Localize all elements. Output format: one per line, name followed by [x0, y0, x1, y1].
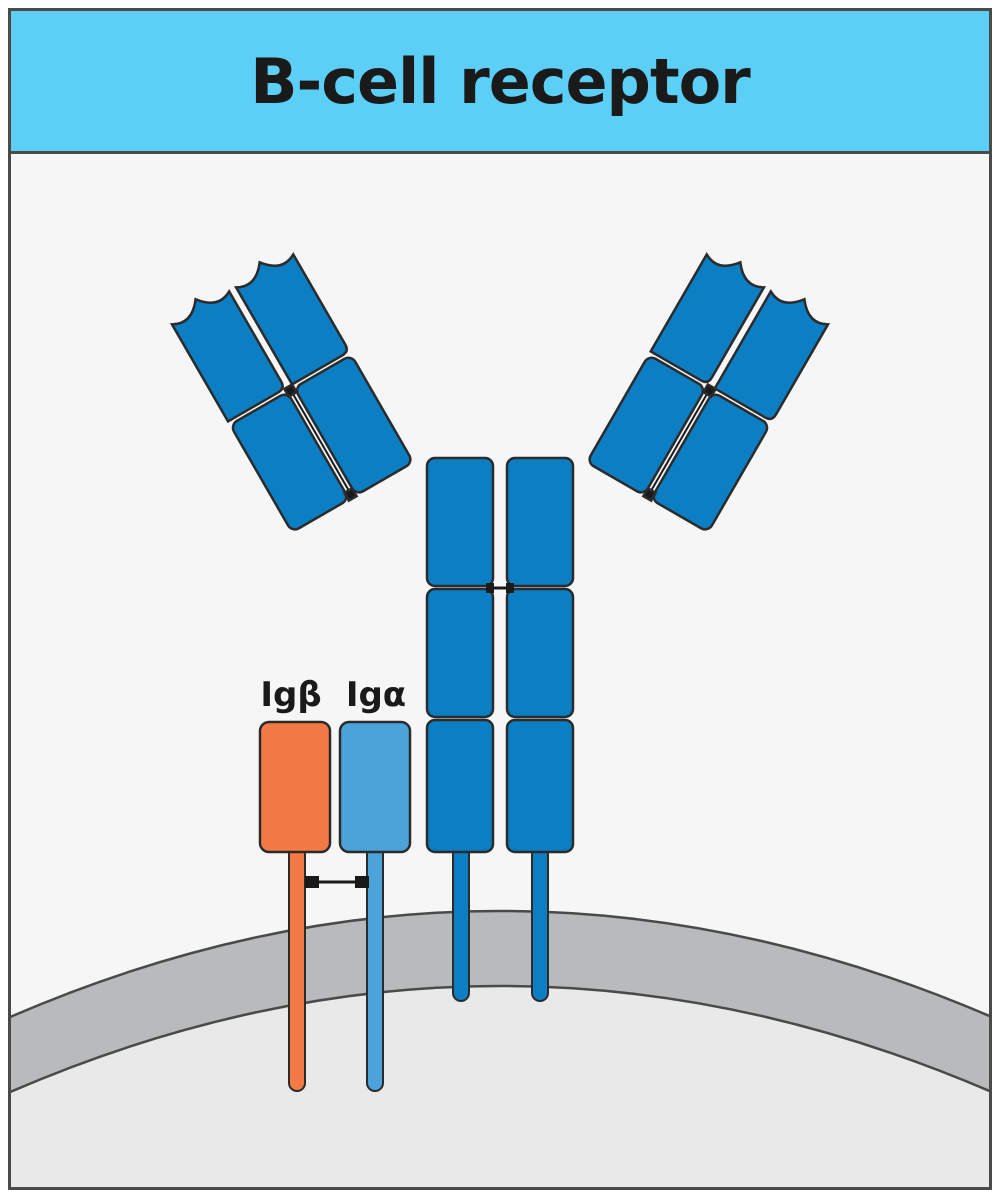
- ig-beta-domain: [258, 720, 332, 854]
- ig-alpha-tail: [366, 845, 384, 1092]
- ig-beta: [258, 720, 332, 1092]
- ig-beta-label: Igβ: [260, 675, 321, 715]
- ig-alpha-label: Igα: [346, 675, 406, 715]
- diagram-frame: B-cell receptor: [8, 8, 992, 1190]
- ig-alpha: [338, 720, 412, 1092]
- heavy-chain-right-domain: [505, 456, 575, 588]
- fab-left-light-constant: [231, 393, 348, 531]
- fab-left-heavy-constant: [295, 356, 412, 494]
- heavy-chain-left-domain: [425, 456, 495, 588]
- fab-right-heavy-variable: [649, 251, 767, 384]
- heavy-chain-tail-left: [452, 840, 470, 1002]
- fab-arm-right: [588, 251, 831, 531]
- heavy-chain-right-domain: [505, 587, 575, 719]
- heavy-chain-left-domain: [425, 587, 495, 719]
- ig-beta-tail: [288, 845, 306, 1092]
- fab-left-light-variable: [169, 288, 284, 424]
- bcr-illustration: Igβ Igα: [11, 251, 989, 1187]
- fab-right-heavy-constant: [588, 356, 705, 494]
- fab-right-light-variable: [713, 288, 831, 421]
- fab-right-light-constant: [652, 393, 769, 531]
- heavy-chain-right-domain: [505, 718, 575, 854]
- fab-arm-left: [169, 251, 412, 531]
- heavy-chain-left-domain: [425, 718, 495, 854]
- fab-left-heavy-variable: [233, 251, 348, 387]
- diagram-title: B-cell receptor: [250, 44, 750, 118]
- ig-alpha-domain: [338, 720, 412, 854]
- title-banner: B-cell receptor: [11, 11, 989, 154]
- ig-alpha-beta-disulfide-bond: [305, 876, 369, 888]
- hinge-disulfide-bond: [486, 583, 514, 593]
- heavy-chain-right: [505, 456, 575, 854]
- heavy-chain-left: [425, 456, 495, 854]
- heavy-chain-tail-right: [531, 840, 549, 1002]
